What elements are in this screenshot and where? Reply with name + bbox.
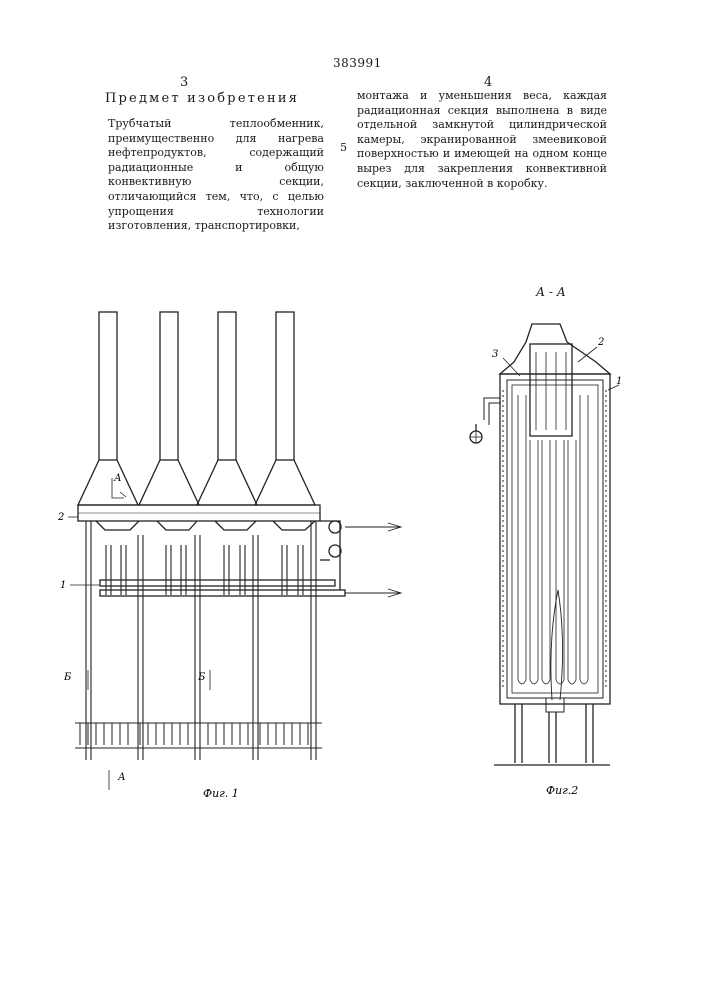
fig1-label-part-1: 1: [60, 580, 66, 591]
convective-section-box: [78, 505, 320, 530]
fig1-label-section-a-top: А: [113, 473, 122, 484]
fig1-label-section-b-mid: Б: [197, 672, 206, 683]
fig1-caption: Фиг. 1: [203, 787, 239, 800]
figure-1-drawing: [68, 312, 401, 790]
burner-row: [75, 723, 322, 748]
fig2-label-part-1: 1: [616, 376, 622, 387]
section-lines: [88, 478, 210, 790]
fig1-label-part-2: 2: [57, 512, 64, 523]
figure-2-drawing: [470, 324, 619, 765]
fig2-label-part-3: 3: [492, 349, 498, 360]
fig1-label-section-b-left: Б: [63, 672, 72, 683]
fig2-caption: Фиг.2: [546, 784, 578, 797]
fig1-label-section-a-bottom: А: [117, 772, 126, 783]
fig2-section-title: А - А: [536, 285, 566, 299]
fig2-label-part-2: 2: [597, 337, 604, 348]
headers: [100, 521, 401, 597]
